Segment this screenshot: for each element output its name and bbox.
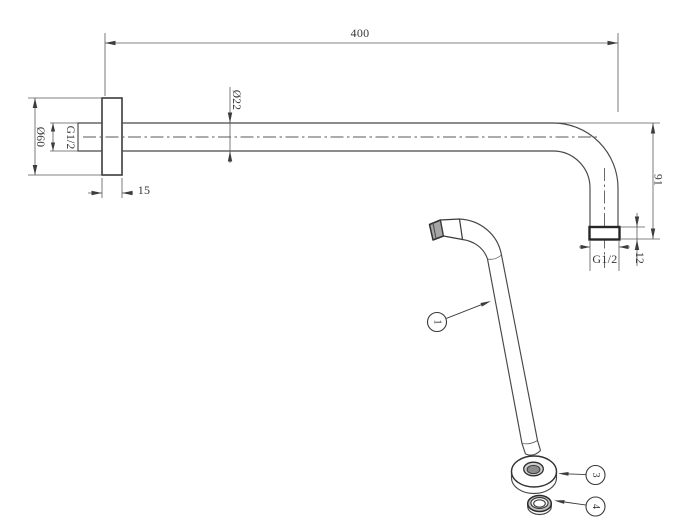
outlet-thread-block (588, 225, 621, 241)
iso-view: 1 3 4 (426, 218, 606, 517)
iso-flange (510, 455, 558, 495)
thread-socket (77, 122, 102, 152)
bend-inner (552, 150, 591, 189)
dim-400: 400 (104, 26, 619, 112)
dim-wall-thread-text: G1/2 (64, 126, 76, 150)
dim-wall-thread: G1/2 (50, 122, 78, 152)
dim-thread-length: 12 (621, 213, 645, 266)
callout-4: 4 (554, 496, 606, 517)
dim-thread-length-text: 12 (633, 252, 645, 264)
dim-400-text: 400 (351, 26, 370, 40)
wall-flange-plate (28, 97, 123, 176)
callout-1: 1 (426, 301, 491, 333)
dim-drop-height: 91 (621, 123, 664, 240)
iso-collar (439, 218, 464, 241)
callout-4-number: 4 (590, 504, 601, 509)
bend-outer (552, 122, 619, 189)
dim-tube-diameter: Ø22 (227, 87, 242, 163)
dim-tube-diameter-text: Ø22 (230, 90, 242, 110)
callout-3-number: 3 (590, 473, 601, 478)
iso-arm (439, 218, 542, 456)
dim-flange-depth-text: 15 (138, 183, 151, 197)
top-view: 400 Ø60 G1/2 15 (28, 26, 664, 271)
dim-flange-diameter-text: Ø60 (34, 127, 46, 147)
iso-washer (526, 494, 553, 516)
dim-drop-height-text: 91 (652, 174, 664, 186)
arm-tube (83, 122, 660, 268)
dim-outlet-thread: G1/2 (579, 241, 630, 271)
dim-flange-depth: 15 (88, 178, 150, 198)
callout-3: 3 (558, 464, 606, 486)
dim-outlet-thread-text: G1/2 (592, 252, 617, 266)
callout-1-number: 1 (432, 320, 443, 325)
dim-flange-diameter: Ø60 (32, 98, 46, 175)
